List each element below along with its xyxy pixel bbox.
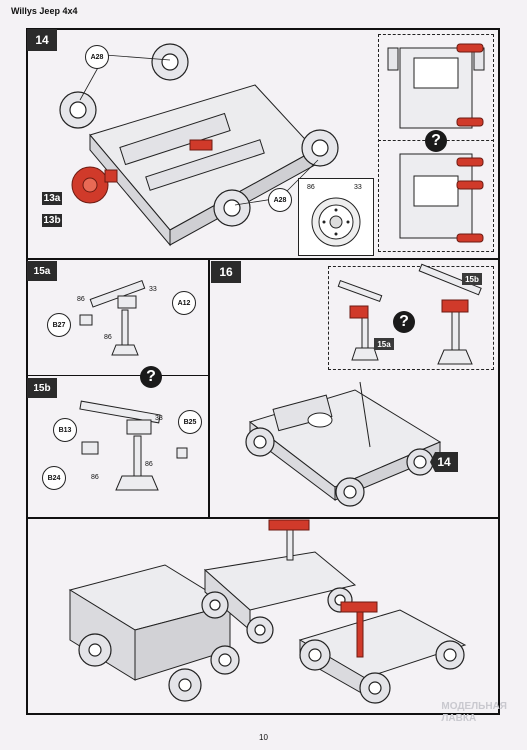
page-number: 10 bbox=[259, 733, 268, 742]
watermark-line-1: МОДЕЛЬНАЯ bbox=[441, 701, 507, 712]
gun-mount-option-a bbox=[337, 280, 383, 361]
wheel-part-33: 33 bbox=[354, 184, 362, 191]
question-mark-icon-16: ? bbox=[393, 311, 415, 333]
subassembly-13a-label: 13a bbox=[42, 192, 62, 205]
part-callout-a28-top: A28 bbox=[85, 45, 109, 69]
part-callout-b27: B27 bbox=[47, 313, 71, 337]
instruction-frame bbox=[26, 28, 500, 715]
gun-15b-part-86-right: 86 bbox=[145, 461, 153, 468]
ref-label-14-arrow: 14 bbox=[430, 452, 458, 472]
gun-15a-part-86-top: 86 bbox=[77, 296, 85, 303]
question-mark-icon-15: ? bbox=[140, 366, 162, 388]
divider-bottom bbox=[26, 517, 500, 519]
question-mark-icon-14: ? bbox=[425, 130, 447, 152]
chassis-option-b bbox=[399, 153, 484, 243]
wheel-part-86: 86 bbox=[307, 184, 315, 191]
subassembly-13b-label: 13b bbox=[42, 214, 62, 227]
watermark-line-2: ЛАВКА bbox=[441, 713, 477, 724]
part-callout-b13: B13 bbox=[53, 418, 77, 442]
step-15a-tab: 15a bbox=[27, 261, 57, 281]
gun-15b-part-33: 33 bbox=[155, 415, 163, 422]
step-16-tab: 16 bbox=[211, 261, 241, 283]
part-callout-a28-bottom: A28 bbox=[268, 188, 292, 212]
gun-15a-illustration bbox=[79, 280, 146, 356]
wheel-detail-illustration bbox=[311, 197, 361, 247]
divider-15-split bbox=[26, 375, 210, 376]
step-14-tab: 14 bbox=[27, 29, 57, 51]
divider-vertical bbox=[208, 258, 210, 519]
step-15b-tab: 15b bbox=[27, 378, 57, 398]
gun-15b-part-86-left: 86 bbox=[91, 474, 99, 481]
comparison-box-16 bbox=[328, 266, 494, 370]
gun-15a-part-33: 33 bbox=[149, 286, 157, 293]
comparison-box-14 bbox=[378, 34, 494, 252]
gun-15b-illustration bbox=[79, 400, 188, 491]
divider-top bbox=[26, 258, 500, 260]
jeep-gun-mount-illustration bbox=[245, 381, 442, 507]
part-callout-b25: B25 bbox=[178, 410, 202, 434]
gun-15a-part-86-bottom: 86 bbox=[104, 334, 112, 341]
part-callout-a12: A12 bbox=[172, 291, 196, 315]
ref-label-15a: 15a bbox=[374, 338, 394, 350]
chassis-option-a bbox=[387, 43, 485, 129]
final-jeeps-illustration bbox=[68, 519, 467, 704]
document-header: Willys Jeep 4x4 bbox=[11, 6, 78, 16]
part-callout-b24: B24 bbox=[42, 466, 66, 490]
watermark-logo: МОДЕЛЬНАЯ ЛАВКА bbox=[441, 701, 507, 725]
ref-label-15b: 15b bbox=[462, 273, 482, 285]
gun-mount-option-b bbox=[418, 263, 482, 365]
chassis-illustration bbox=[59, 43, 339, 247]
